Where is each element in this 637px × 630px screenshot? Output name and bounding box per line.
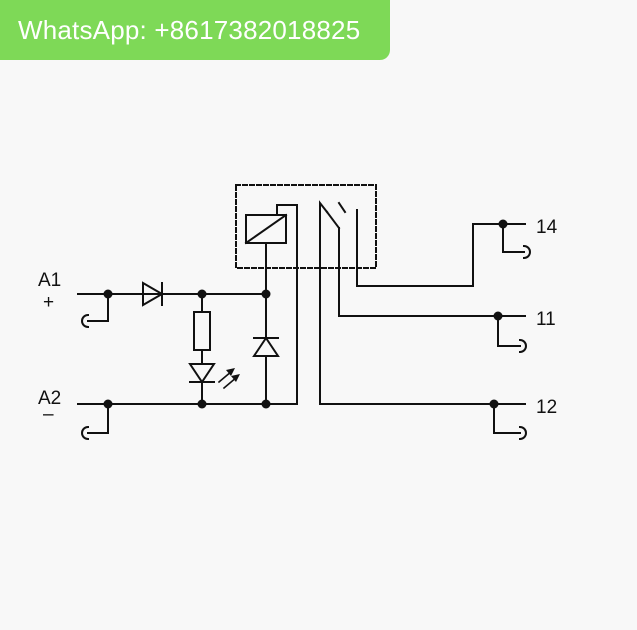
series-diode	[142, 281, 164, 307]
terminal-a2-label: A2	[38, 388, 61, 409]
terminal-14-label: 14	[536, 217, 558, 238]
led-arrowheads	[226, 368, 240, 382]
terminal-11-socket	[518, 338, 527, 354]
coil-diagonal	[244, 213, 288, 245]
a1-terminal-socket	[81, 313, 90, 329]
coil-lead-right	[77, 204, 298, 405]
terminal-a1-label: A1	[38, 270, 61, 291]
terminal-12-stub	[493, 403, 521, 434]
switch-contact-tick	[337, 201, 347, 214]
resistor	[193, 311, 211, 351]
switch-blade	[319, 200, 329, 405]
terminal-12-socket	[518, 425, 527, 441]
led	[188, 363, 216, 384]
terminal-a1-polarity: +	[43, 292, 54, 313]
terminal-14-socket	[522, 244, 531, 260]
terminal-11-label: 11	[536, 309, 556, 330]
freewheel-diode	[252, 336, 280, 357]
switch-moving-contact	[325, 210, 341, 230]
contact-14-line	[356, 209, 526, 287]
whatsapp-contact-text: WhatsApp: +8617382018825	[18, 14, 361, 45]
terminal-11-stub	[497, 315, 521, 347]
a2-terminal-stub	[87, 403, 109, 434]
relay-enclosure	[235, 184, 377, 269]
a1-terminal-stub	[87, 293, 109, 322]
terminal-a2-polarity: –	[43, 404, 54, 425]
terminal-14-stub	[502, 223, 525, 253]
a2-terminal-socket	[81, 425, 90, 441]
whatsapp-banner[interactable]: WhatsApp: +8617382018825	[0, 0, 390, 60]
terminal-12-label: 12	[536, 397, 557, 418]
junction-dots	[103, 219, 508, 409]
